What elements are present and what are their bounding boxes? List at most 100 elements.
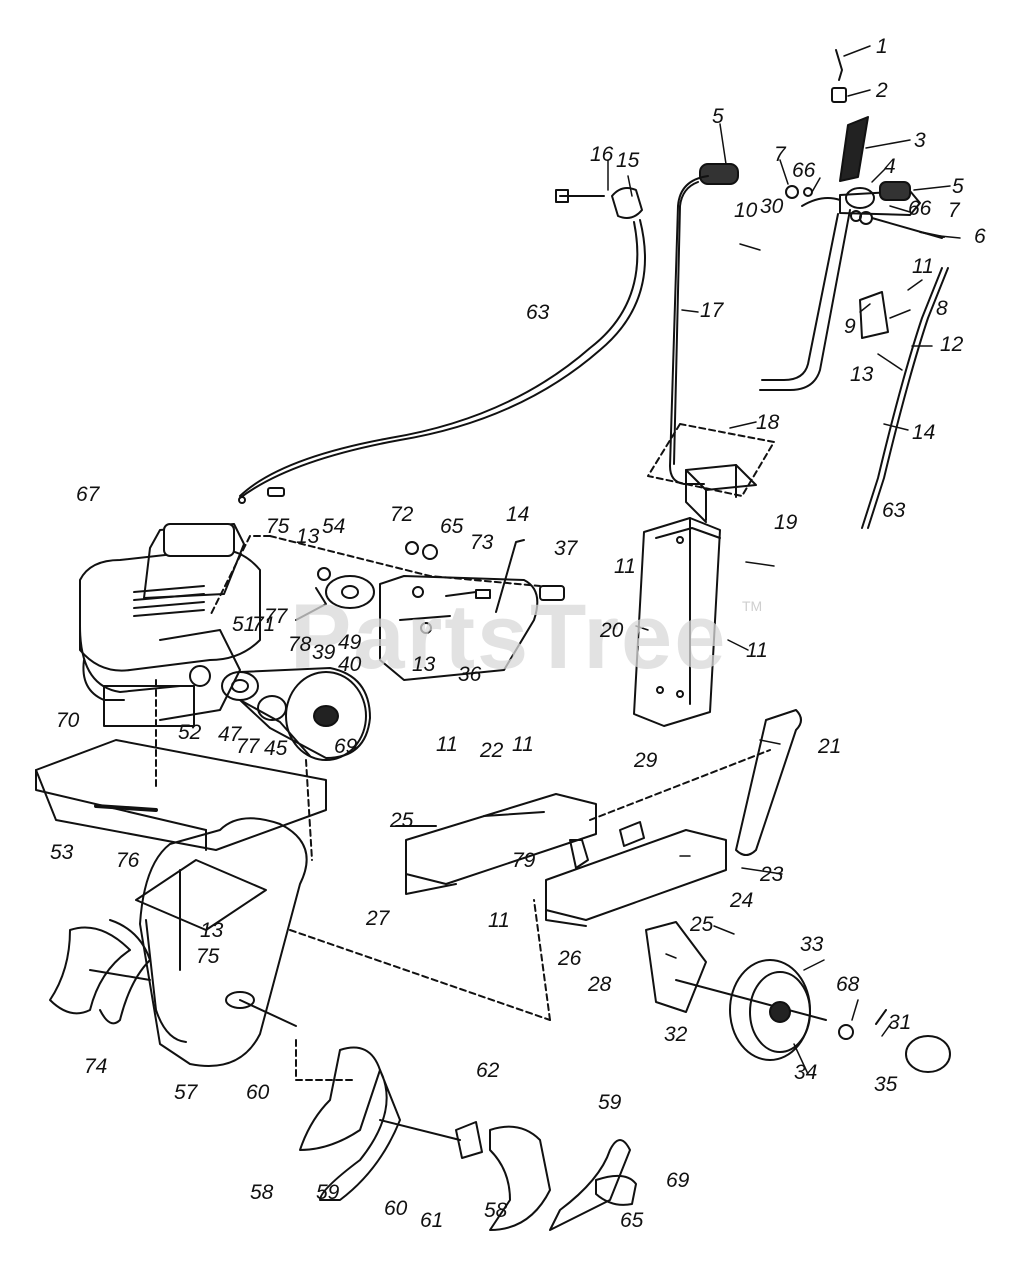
callout-label: 60 (384, 1197, 408, 1220)
callout-label: 51 (232, 613, 256, 636)
callout-label: 7 (948, 199, 960, 222)
callout-label: 10 (734, 199, 758, 222)
callout-label: 32 (664, 1023, 688, 1046)
callout-label: 34 (794, 1061, 818, 1084)
callout-label: 79 (512, 849, 536, 872)
watermark-trademark: TM (742, 598, 763, 614)
leader-lines (607, 45, 961, 1075)
callout-label: 58 (250, 1181, 274, 1204)
callout-label: 60 (246, 1081, 270, 1104)
callout-label: 57 (174, 1081, 198, 1104)
callout-label: 9 (844, 315, 856, 338)
callout-label: 75 (196, 945, 220, 968)
callout-label: 40 (338, 653, 362, 676)
callout-label: 61 (420, 1209, 444, 1232)
callout-label: 62 (476, 1059, 500, 1082)
callout-label: 21 (818, 735, 842, 758)
callout-label: 27 (366, 907, 390, 930)
callout-label: 25 (690, 913, 714, 936)
callout-label: 59 (316, 1181, 340, 1204)
callout-label: 71 (252, 613, 276, 636)
callout-label: 72 (390, 503, 414, 526)
handle-top-assembly (699, 49, 945, 239)
callout-label: 66 (908, 197, 932, 220)
callout-label: 53 (50, 841, 74, 864)
callout-label: 7 (774, 143, 786, 166)
callout-label: 11 (746, 639, 768, 662)
callout-label: 14 (912, 421, 936, 444)
callout-label: 30 (760, 195, 784, 218)
callout-label: 24 (730, 889, 754, 912)
callout-label: 23 (760, 863, 784, 886)
callout-label: 11 (614, 555, 636, 578)
callout-label: 75 (266, 515, 290, 538)
callout-label: 15 (616, 149, 640, 172)
callout-label: 77 (264, 605, 288, 628)
callout-label: 22 (480, 739, 504, 762)
callout-label: 14 (506, 503, 530, 526)
callout-label: 13 (200, 919, 224, 942)
callout-label: 3 (914, 129, 926, 152)
callout-label: 16 (590, 143, 614, 166)
hitch-frame (395, 709, 802, 927)
callout-label: 78 (288, 633, 312, 656)
callout-label: 67 (76, 483, 100, 506)
callout-label: 66 (792, 159, 816, 182)
callout-label: 63 (526, 301, 550, 324)
handle-tube (669, 175, 851, 523)
callout-label: 35 (874, 1073, 898, 1096)
callout-label: 31 (888, 1011, 912, 1034)
callout-label: 12 (940, 333, 964, 356)
transmission-housing (135, 817, 308, 1067)
callout-label: 18 (756, 411, 780, 434)
callout-label: 39 (312, 641, 336, 664)
callout-label: 13 (850, 363, 874, 386)
callout-label: 49 (338, 631, 362, 654)
callout-label: 68 (836, 973, 860, 996)
callout-label: 11 (912, 255, 934, 278)
callout-label: 11 (488, 909, 510, 932)
callout-label: 19 (774, 511, 798, 534)
callout-label: 1 (876, 35, 888, 58)
callout-label: 5 (712, 105, 724, 128)
callout-label: 6 (974, 225, 986, 248)
callout-label: 5 (952, 175, 964, 198)
callout-label: 11 (436, 733, 458, 756)
callout-label: 77 (236, 735, 260, 758)
handle-bracket (633, 423, 775, 727)
callout-label: 13 (296, 525, 320, 548)
callout-label: 65 (620, 1209, 644, 1232)
callout-label: 8 (936, 297, 948, 320)
clutch-cable (238, 187, 646, 504)
callout-label: 25 (390, 809, 414, 832)
callout-label: 11 (512, 733, 534, 756)
callout-label: 65 (440, 515, 464, 538)
callout-label: 76 (116, 849, 140, 872)
watermark-text: PartsTree (290, 586, 728, 688)
callout-label: 33 (800, 933, 824, 956)
callout-label: 58 (484, 1199, 508, 1222)
lower-tines (295, 1039, 637, 1231)
callout-label: 59 (598, 1091, 622, 1114)
callout-label: 69 (334, 735, 358, 758)
callout-label: 37 (554, 537, 578, 560)
throttle-cable (859, 267, 949, 529)
callout-label: 54 (322, 515, 346, 538)
callout-label: 28 (588, 973, 612, 996)
callout-label: 29 (634, 749, 658, 772)
belt-pulleys (221, 667, 371, 761)
left-tines (49, 919, 151, 1025)
callout-label: 26 (558, 947, 582, 970)
engine (79, 523, 261, 727)
callout-label: 63 (882, 499, 906, 522)
callout-label: 74 (84, 1055, 108, 1078)
callout-label: 36 (458, 663, 482, 686)
callout-label: 47 (218, 723, 242, 746)
callout-label: 73 (470, 531, 494, 554)
callout-label: 4 (884, 155, 896, 178)
callout-label: 2 (876, 79, 888, 102)
callout-label: 45 (264, 737, 288, 760)
callout-label: 52 (178, 721, 202, 744)
callout-label: 17 (700, 299, 724, 322)
